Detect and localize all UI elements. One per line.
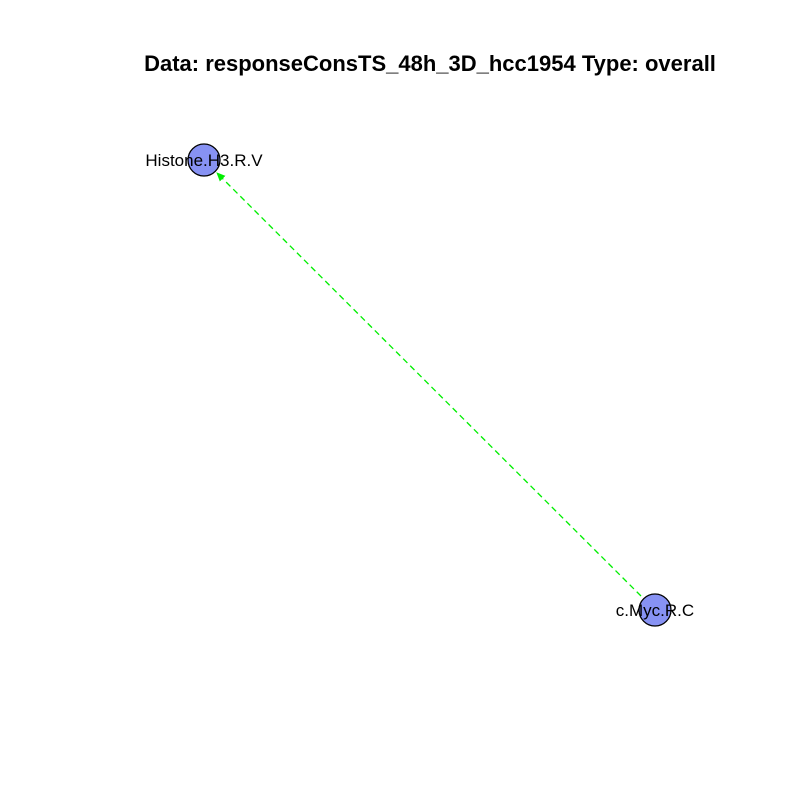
node-histone: Histone.H3.R.V bbox=[145, 143, 263, 177]
edge-cmyc-to-histone bbox=[216, 172, 642, 597]
node-label-cmyc: c.Myc.R.C bbox=[616, 601, 694, 620]
node-circle-cmyc bbox=[638, 593, 672, 627]
node-circle-histone bbox=[187, 143, 221, 177]
plot-title: Data: responseConsTS_48h_3D_hcc1954 Type… bbox=[144, 51, 716, 76]
node-cmyc: c.Myc.R.C bbox=[616, 593, 694, 627]
node-label-histone: Histone.H3.R.V bbox=[145, 151, 263, 170]
